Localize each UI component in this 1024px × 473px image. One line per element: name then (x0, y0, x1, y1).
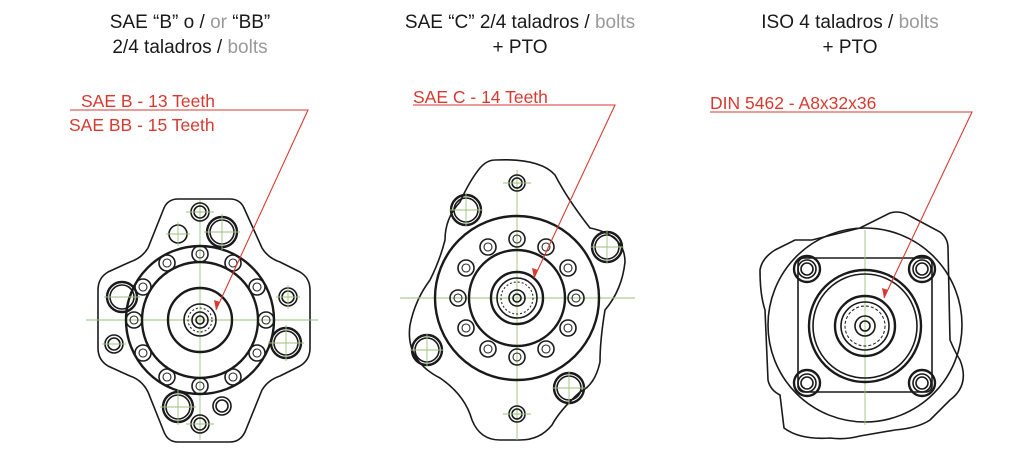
title-line-2: + PTO (720, 35, 980, 60)
title-text: + PTO (492, 37, 548, 58)
bolt-circle (125, 245, 275, 395)
title-line-1: SAE “C” 2/4 taladros / bolts (370, 10, 670, 35)
bolt-holes (792, 254, 937, 398)
title-line-2: 2/4 taladros / bolts (60, 35, 320, 60)
title-muted-text: bolts (227, 37, 268, 58)
callout-sae-c-14-teeth: SAE C - 14 Teeth (413, 87, 548, 107)
sae-c-flange-drawing (400, 104, 635, 441)
mounting-holes (102, 202, 304, 434)
title-text: + PTO (822, 37, 878, 58)
leader-arrowhead (882, 288, 888, 298)
bolt-circle (449, 230, 585, 366)
title-muted-text: bolts (594, 12, 636, 33)
iso-flange-drawing (710, 111, 973, 440)
title-line-1: SAE “B” o / or “BB” (60, 10, 320, 35)
title-text: SAE “C” 2/4 taladros / (404, 12, 595, 33)
leader-line (710, 111, 973, 299)
title-muted-text: bolts (898, 12, 939, 33)
title-line-2: + PTO (370, 35, 670, 60)
panel-sae-c-title: SAE “C” 2/4 taladros / bolts + PTO (370, 10, 670, 60)
title-text: ISO 4 taladros / (761, 12, 899, 33)
leader-arrowhead (214, 300, 220, 310)
callout-din-5462: DIN 5462 - A8x32x36 (710, 93, 877, 113)
callout-sae-bb-15-teeth: SAE BB - 15 Teeth (69, 115, 215, 135)
callout-sae-b-13-teeth: SAE B - 13 Teeth (81, 91, 215, 111)
title-text: “BB” (226, 12, 271, 33)
title-muted-text: or (210, 12, 227, 33)
panel-iso-title: ISO 4 taladros / bolts + PTO (720, 10, 980, 60)
leader-arrowhead (532, 268, 538, 278)
sae-b-flange-drawing (70, 109, 318, 443)
panel-sae-b-title: SAE “B” o / or “BB” 2/4 taladros / bolts (60, 10, 320, 60)
leader-line (70, 109, 309, 311)
mounting-holes (410, 174, 624, 423)
title-line-1: ISO 4 taladros / bolts (720, 10, 980, 35)
title-text: 2/4 taladros / (112, 37, 228, 58)
title-text: SAE “B” o / (109, 12, 211, 33)
leader-line (413, 104, 616, 279)
